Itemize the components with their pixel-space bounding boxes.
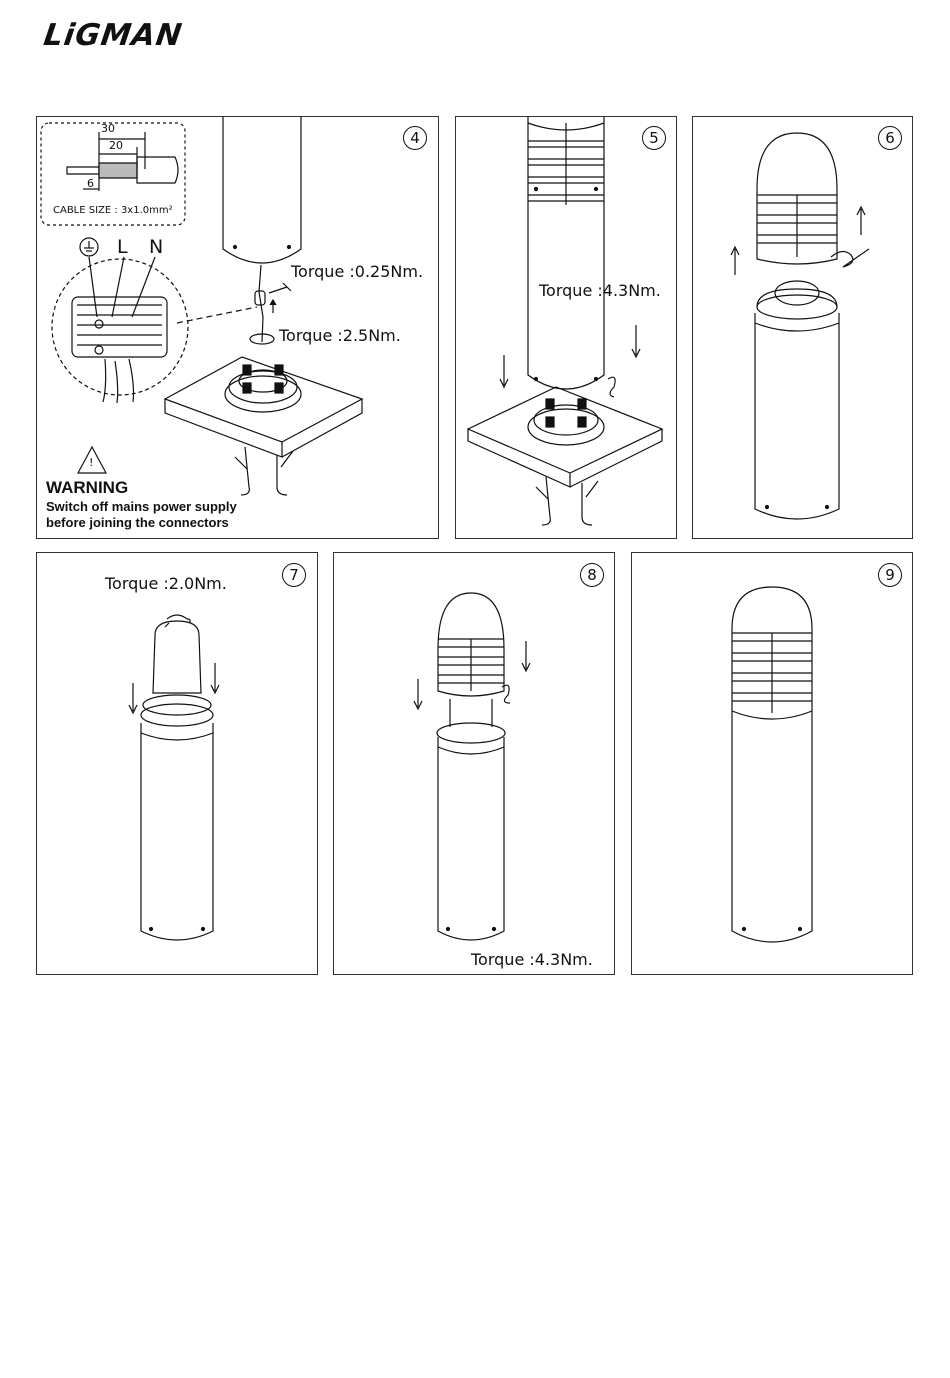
step-number: 6: [878, 126, 902, 150]
torque-label-pole: Torque :4.3Nm.: [539, 281, 661, 300]
warning-line-1: Switch off mains power supply: [46, 499, 276, 515]
step-4-panel: 4 30 20 6 CABLE SIZE : 3x1.0mm² L N Torq…: [36, 116, 439, 539]
neutral-terminal-label: N: [149, 236, 163, 258]
cable-dim-20: 20: [109, 139, 123, 152]
step-number: 8: [580, 563, 604, 587]
cable-size-label: CABLE SIZE : 3x1.0mm²: [53, 205, 173, 216]
step-5-panel: 5 Torque :4.3Nm.: [455, 116, 677, 539]
step-5-illustration: [456, 117, 677, 539]
warning-line-2: before joining the connectors: [46, 515, 276, 531]
step-9-panel: 9: [631, 552, 913, 975]
torque-label-lamp: Torque :2.0Nm.: [105, 574, 227, 593]
step-number: 5: [642, 126, 666, 150]
step-number: 4: [403, 126, 427, 150]
live-terminal-label: L: [117, 236, 128, 258]
cable-dim-30: 30: [101, 122, 115, 135]
cable-dim-6: 6: [87, 177, 94, 190]
step-7-panel: 7 Torque :2.0Nm.: [36, 552, 318, 975]
torque-label-cover: Torque :4.3Nm.: [471, 950, 593, 969]
step-7-illustration: [37, 553, 318, 975]
logo-text: LiGMAN: [42, 18, 185, 53]
warning-title: WARNING: [46, 478, 128, 498]
step-6-panel: 6: [692, 116, 913, 539]
step-8-illustration: [334, 553, 615, 975]
step-8-panel: 8 Torque :4.3Nm.: [333, 552, 615, 975]
step-number: 9: [878, 563, 902, 587]
step-9-illustration: [632, 553, 913, 975]
step-6-illustration: [693, 117, 913, 539]
step-number: 7: [282, 563, 306, 587]
torque-label-connector: Torque :0.25Nm.: [291, 262, 423, 281]
warning-exclamation-icon: !: [89, 456, 93, 469]
ligman-logo: LiGMAN: [44, 18, 224, 54]
torque-label-gland: Torque :2.5Nm.: [279, 326, 401, 345]
